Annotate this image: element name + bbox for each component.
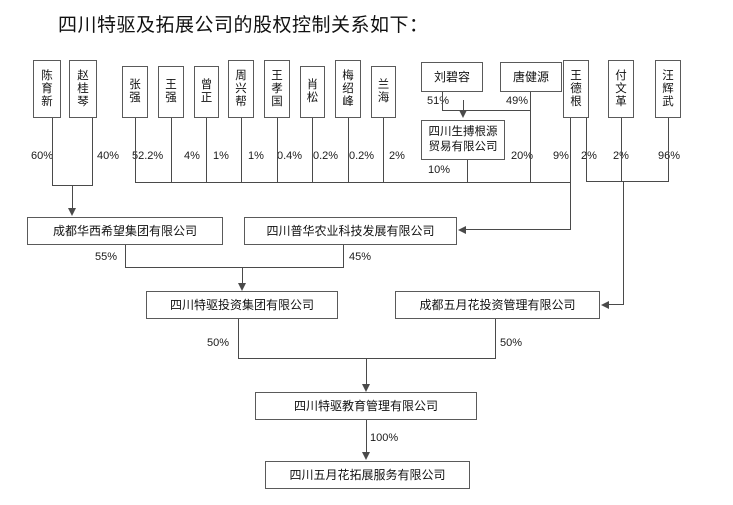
line-shengbogenyuan-drop (463, 100, 465, 111)
pct-wangqiang: 4% (184, 150, 200, 162)
line-wangxiaoguo-down (277, 118, 279, 183)
pct-huaxi: 55% (95, 251, 118, 263)
line-lanhai-down (383, 118, 385, 183)
pct-tangjianyuan-puhua: 20% (511, 150, 534, 162)
company-box-chengdu-huaxi-xiwang: 成都华西希望集团有限公司 (27, 217, 223, 245)
company-box-wuyuehua-tuozhan-service: 四川五月花拓展服务有限公司 (265, 461, 470, 489)
arrow-into-wuyuehua-tuozhan (362, 452, 370, 460)
line-huaxi-drop (72, 185, 74, 209)
person-box-meishaofeng: 梅绍峰 (335, 60, 361, 118)
arrow-into-huaxi (68, 208, 76, 216)
person-box-lanhai: 兰海 (371, 66, 396, 118)
pct-chenyuxin: 60% (31, 150, 54, 162)
line-bus-shengbogenyuan (442, 110, 531, 112)
person-box-zhaoguiqin: 赵桂琴 (69, 60, 97, 118)
line-bus-to-puhua-drop (570, 182, 572, 230)
line-meishaofeng-down (348, 118, 350, 183)
arrow-into-tequ-investment (238, 283, 246, 291)
line-tequ-education-drop (366, 358, 368, 384)
pct-meishaofeng: 0.2% (349, 150, 375, 162)
line-bus-tequ-investment (125, 267, 344, 269)
person-box-wangqiang: 王强 (158, 66, 184, 118)
person-box-chenyuxin: 陈育新 (33, 60, 61, 118)
company-box-tequ-investment-group: 四川特驱投资集团有限公司 (146, 291, 338, 319)
company-box-shengbogenyuan: 四川生搏根源 贸易有限公司 (421, 120, 505, 160)
line-tequ-education-100-down (366, 420, 368, 453)
pct-wangxiaoguo: 0.4% (277, 150, 303, 162)
pct-puhua: 45% (349, 251, 372, 263)
line-bus-wuyuehua-drop (623, 181, 625, 305)
line-wangqiang-down (171, 118, 173, 183)
pct-wangdegen: 9% (553, 150, 569, 162)
pct-zhouxingbang: 1% (248, 150, 264, 162)
pct-zhangqiang: 52.2% (132, 150, 164, 162)
pct-wangdegen-wuyuehua: 2% (581, 150, 597, 162)
line-bus-wuyuehua-investment (586, 181, 669, 183)
pct-tequ-education: 100% (370, 432, 399, 444)
line-wanghuiwu-down (668, 118, 670, 182)
line-bus-wuyuehua-horizontal (609, 304, 624, 306)
pct-tequ-investment: 50% (207, 337, 230, 349)
line-liubirong-down (442, 92, 444, 111)
company-box-wuyuehua-investment-mgmt: 成都五月花投资管理有限公司 (395, 291, 600, 319)
company-box-sichuan-puhua: 四川普华农业科技发展有限公司 (244, 217, 457, 245)
person-box-wangdegen: 王德根 (563, 60, 589, 118)
line-xiaosong-down (312, 118, 314, 183)
pct-liubirong: 51% (427, 95, 450, 107)
line-wangdegen-2-down (586, 118, 588, 182)
pct-lanhai: 2% (389, 150, 405, 162)
line-wuyuehua-investment-50-down (495, 319, 497, 359)
line-zhaoguiqin-down (92, 118, 94, 186)
line-main-shareholder-bus (135, 182, 571, 184)
line-huaxi-55-down (125, 245, 127, 268)
page-title: 四川特驱及拓展公司的股权控制关系如下： (58, 15, 429, 36)
person-box-wangxiaoguo: 王孝国 (264, 60, 290, 118)
person-box-fuwenge: 付文革 (608, 60, 634, 118)
person-box-tangjianyuan: 唐健源 (500, 62, 562, 92)
arrow-into-tequ-education (362, 384, 370, 392)
line-puhua-45-down (343, 245, 345, 268)
line-zhangqiang-down (135, 118, 137, 183)
line-fuwenge-down (621, 118, 623, 182)
pct-zhaoguiqin: 40% (97, 150, 120, 162)
line-chenyuxin-down (52, 118, 54, 186)
arrow-into-puhua (458, 226, 466, 234)
line-tangjianyuan-20-down (530, 92, 532, 183)
line-tequ-investment-drop (242, 267, 244, 284)
arrow-into-wuyuehua-investment (601, 301, 609, 309)
person-box-zhangqiang: 张强 (122, 66, 148, 118)
person-box-zengzheng: 曾正 (194, 66, 219, 118)
pct-shengbogenyuan: 10% (428, 164, 451, 176)
pct-fuwenge: 2% (613, 150, 629, 162)
person-box-xiaosong: 肖松 (300, 66, 325, 118)
pct-tangjianyuan: 49% (506, 95, 529, 107)
line-wangdegen-9-down (570, 118, 572, 183)
person-box-liubirong: 刘碧容 (421, 62, 483, 92)
pct-xiaosong: 0.2% (313, 150, 339, 162)
line-shengbogenyuan-10-down (467, 160, 469, 183)
person-box-zhouxingbang: 周兴帮 (228, 60, 254, 118)
company-box-tequ-education-mgmt: 四川特驱教育管理有限公司 (255, 392, 477, 420)
line-zengzheng-down (206, 118, 208, 183)
person-box-wanghuiwu: 汪辉武 (655, 60, 681, 118)
line-zhouxingbang-down (241, 118, 243, 183)
pct-wuyuehua-investment: 50% (500, 337, 523, 349)
pct-zengzheng: 1% (213, 150, 229, 162)
arrow-into-shengbogenyuan (459, 110, 467, 118)
line-bus-to-puhua-horizontal (466, 229, 571, 231)
line-tequ-investment-50-down (238, 319, 240, 359)
